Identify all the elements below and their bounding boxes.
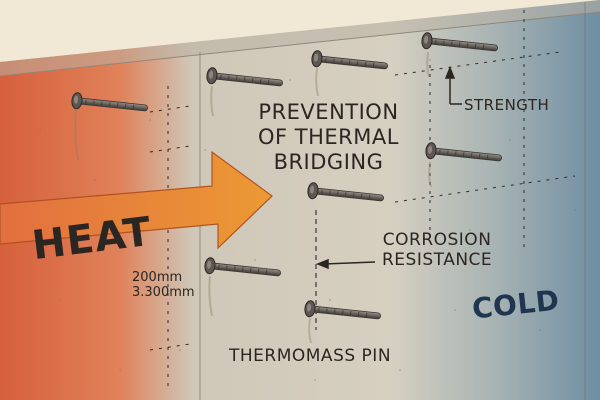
dimension-line: 200mm [132,270,183,285]
thermomass-pin-label: THERMOMASS PIN [229,346,392,366]
pin-icon [303,299,382,344]
diagram-title: PREVENTION OF THERMAL BRIDGING [258,100,399,175]
title-line: OF THERMAL [258,125,399,149]
wall-top-edge [0,0,600,76]
pin-icon [205,66,284,117]
pin-icon [70,91,149,161]
corrosion-line: RESISTANCE [382,250,493,270]
title-line: PREVENTION [258,100,399,124]
corrosion-label: CORROSION RESISTANCE [382,230,492,270]
corrosion-line: CORROSION [382,230,492,250]
arrow-right-icon [0,150,273,250]
strength-leader [444,65,462,105]
pin-icon [424,141,503,188]
pin-icon [203,256,282,317]
pin-icon [420,31,499,78]
dimension-line: 3.300mm [132,285,195,300]
pin-icon [310,49,389,97]
strength-label: STRENGTH [464,96,550,114]
title-line: BRIDGING [273,150,384,174]
concrete-texture [39,58,576,381]
dimension-label: 200mm 3.300mm [132,270,195,300]
corrosion-leader [315,258,376,270]
